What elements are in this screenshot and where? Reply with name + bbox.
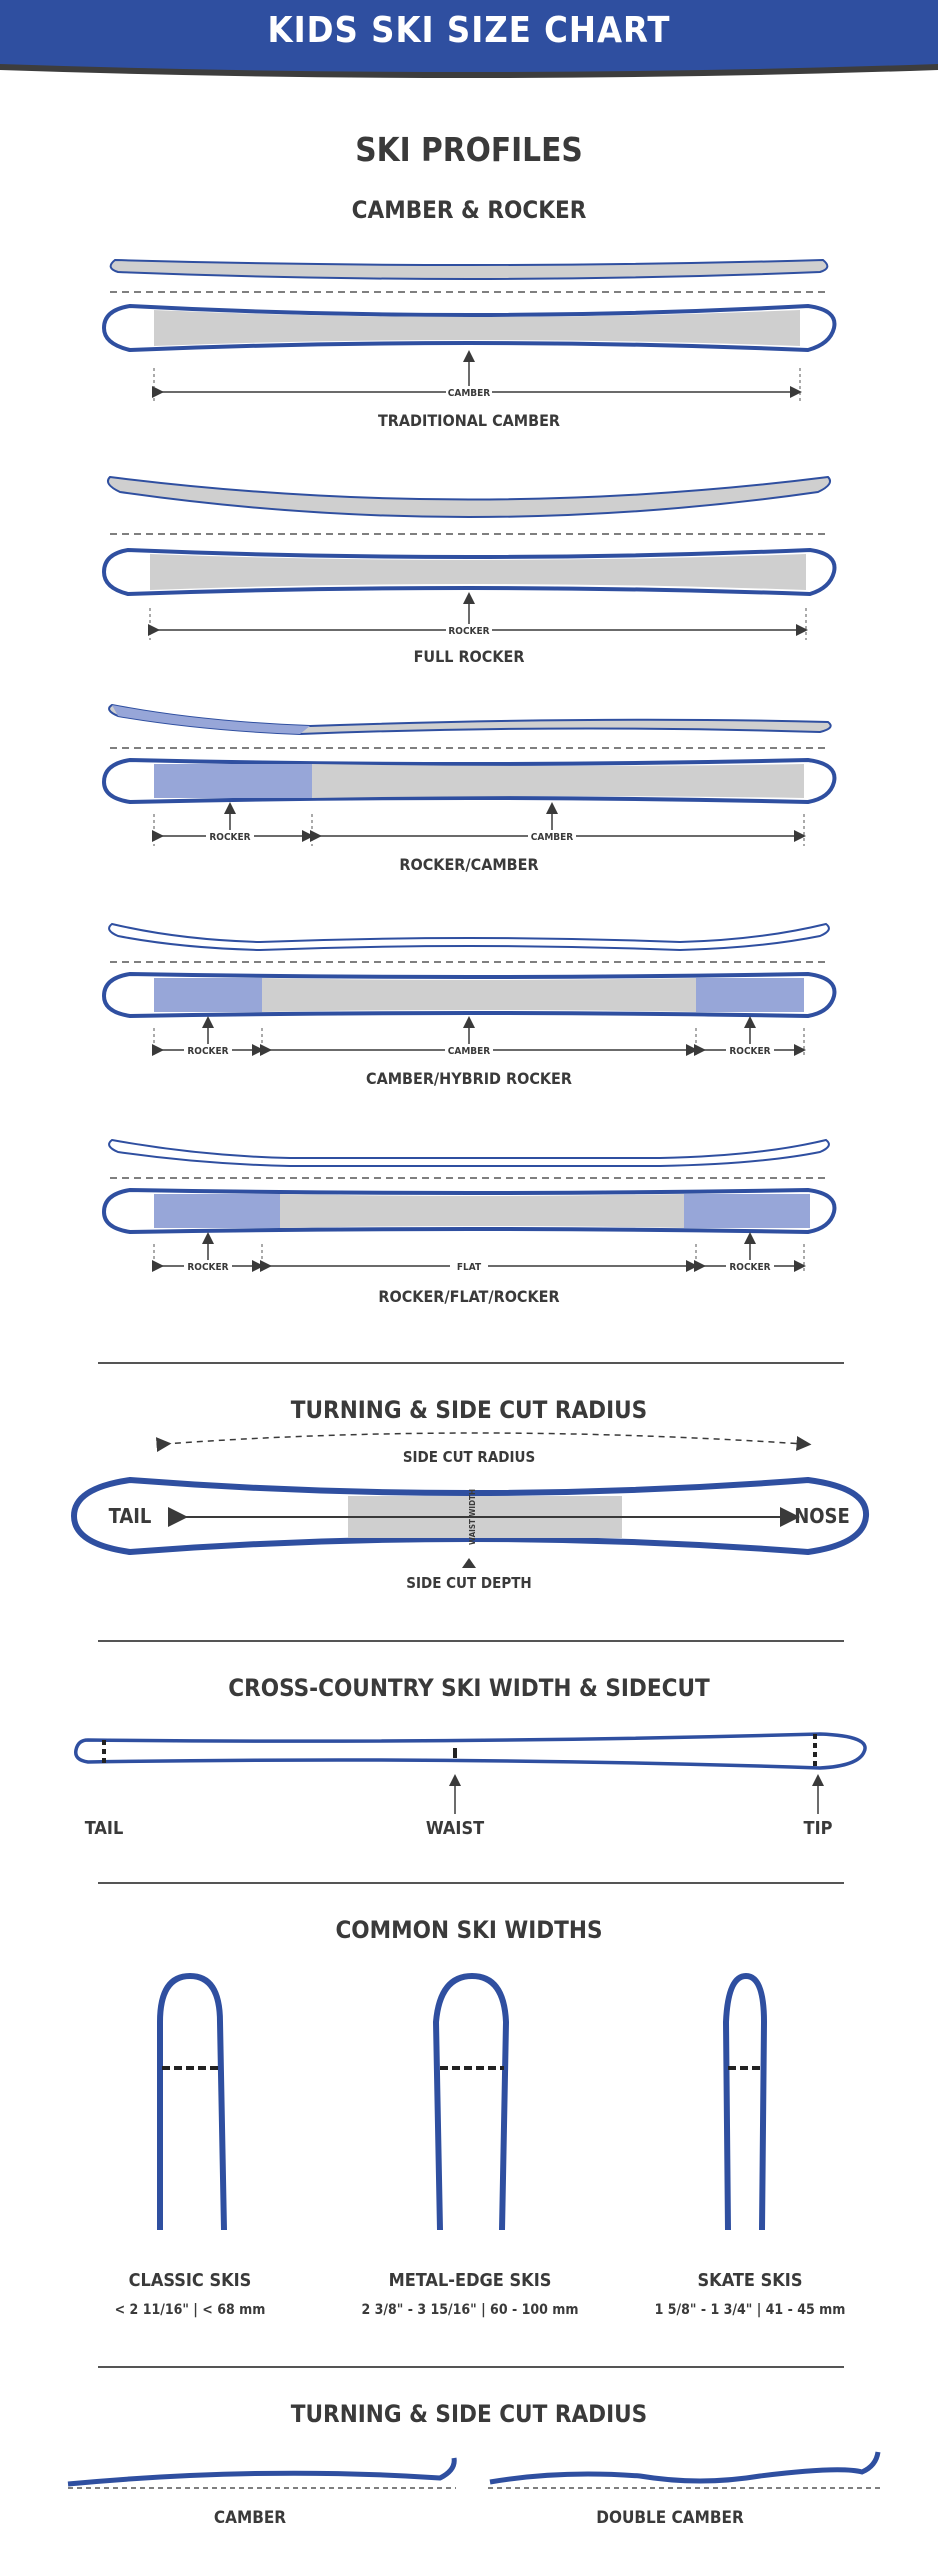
camber-comparison-diagram	[67, 2451, 881, 2489]
metal-edge-skis-label: METAL-EDGE SKIS	[388, 2270, 552, 2291]
ski-profiles-diagram: CAMBER TRADITIONAL CAMBER ROCKER FULL RO…	[101, 258, 837, 1306]
header-banner: KIDS SKI SIZE CHART	[0, 0, 938, 80]
subtitle-camber-rocker: CAMBER & ROCKER	[351, 196, 587, 224]
camber-label: CAMBER	[213, 2508, 287, 2528]
divider	[98, 1640, 844, 1642]
page-title: KIDS SKI SIZE CHART	[267, 10, 671, 51]
profile-camber-hybrid-rocker: ROCKER CAMBER ROCKER CAMBER/HYBRID ROCKE…	[101, 922, 837, 1088]
tag-camber: CAMBER	[448, 388, 491, 399]
tag-rocker: ROCKER	[187, 1046, 228, 1057]
divider	[98, 1362, 844, 1364]
divider	[98, 1882, 844, 1884]
profile-full-rocker: ROCKER FULL ROCKER	[101, 475, 837, 666]
tag-camber: CAMBER	[448, 1046, 491, 1057]
section-title-turning-2: TURNING & SIDE CUT RADIUS	[290, 2400, 648, 2428]
side-cut-depth-label: SIDE CUT DEPTH	[406, 1574, 531, 1592]
skate-skis-range: 1 5/8" - 1 3/4" | 41 - 45 mm	[654, 2302, 846, 2318]
profile-traditional-camber: CAMBER TRADITIONAL CAMBER	[101, 258, 837, 430]
metal-edge-skis-range: 2 3/8" - 3 15/16" | 60 - 100 mm	[361, 2302, 579, 2318]
camber-profile	[67, 2457, 457, 2489]
profile-label: FULL ROCKER	[414, 647, 525, 666]
divider	[98, 2366, 844, 2368]
xc-tail-label: TAIL	[85, 1818, 124, 1839]
header-background	[0, 0, 938, 78]
classic-skis-label: CLASSIC SKIS	[128, 2270, 252, 2291]
tag-rocker: ROCKER	[209, 832, 250, 843]
section-title-common-widths: COMMON SKI WIDTHS	[335, 1916, 603, 1944]
xc-tip-label: TIP	[804, 1818, 833, 1839]
tag-flat: FLAT	[457, 1262, 482, 1273]
tag-rocker: ROCKER	[448, 626, 489, 637]
classic-ski-tip	[157, 1972, 227, 2231]
double-camber-label: DOUBLE CAMBER	[596, 2508, 744, 2528]
skate-skis-label: SKATE SKIS	[697, 2270, 803, 2291]
classic-skis-range: < 2 11/16" | < 68 mm	[114, 2302, 266, 2318]
tail-label: TAIL	[109, 1504, 152, 1528]
skate-ski-tip	[722, 1972, 768, 2231]
ski-widths-diagram	[157, 1972, 768, 2231]
metal-edge-ski-tip	[432, 1972, 510, 2231]
tag-camber: CAMBER	[531, 832, 574, 843]
cross-country-diagram: TAIL WAIST TIP	[74, 1732, 867, 1839]
xc-waist-label: WAIST	[426, 1818, 484, 1839]
profile-label: CAMBER/HYBRID ROCKER	[366, 1069, 572, 1088]
section-title-ski-profiles: SKI PROFILES	[355, 130, 583, 169]
waist-width-label: WAIST WIDTH	[468, 1489, 477, 1545]
section-title-turning: TURNING & SIDE CUT RADIUS	[290, 1396, 648, 1424]
profile-label: TRADITIONAL CAMBER	[378, 411, 560, 430]
profile-label: ROCKER/CAMBER	[399, 855, 538, 874]
profile-label: ROCKER/FLAT/ROCKER	[378, 1287, 559, 1306]
nose-label: NOSE	[794, 1504, 850, 1528]
profile-rocker-camber: ROCKER CAMBER ROCKER/CAMBER	[101, 703, 837, 874]
profile-rocker-flat-rocker: ROCKER FLAT ROCKER ROCKER/FLAT/ROCKER	[101, 1138, 837, 1306]
tag-rocker: ROCKER	[187, 1262, 228, 1273]
tag-rocker: ROCKER	[729, 1046, 770, 1057]
section-title-cross-country: CROSS-COUNTRY SKI WIDTH & SIDECUT	[228, 1674, 710, 1702]
tag-rocker: ROCKER	[729, 1262, 770, 1273]
turning-radius-diagram: SIDE CUT RADIUS TAIL NOSE WAIST WIDTH SI…	[70, 1432, 870, 1592]
side-cut-radius-label: SIDE CUT RADIUS	[403, 1448, 535, 1466]
double-camber-profile	[488, 2451, 881, 2489]
